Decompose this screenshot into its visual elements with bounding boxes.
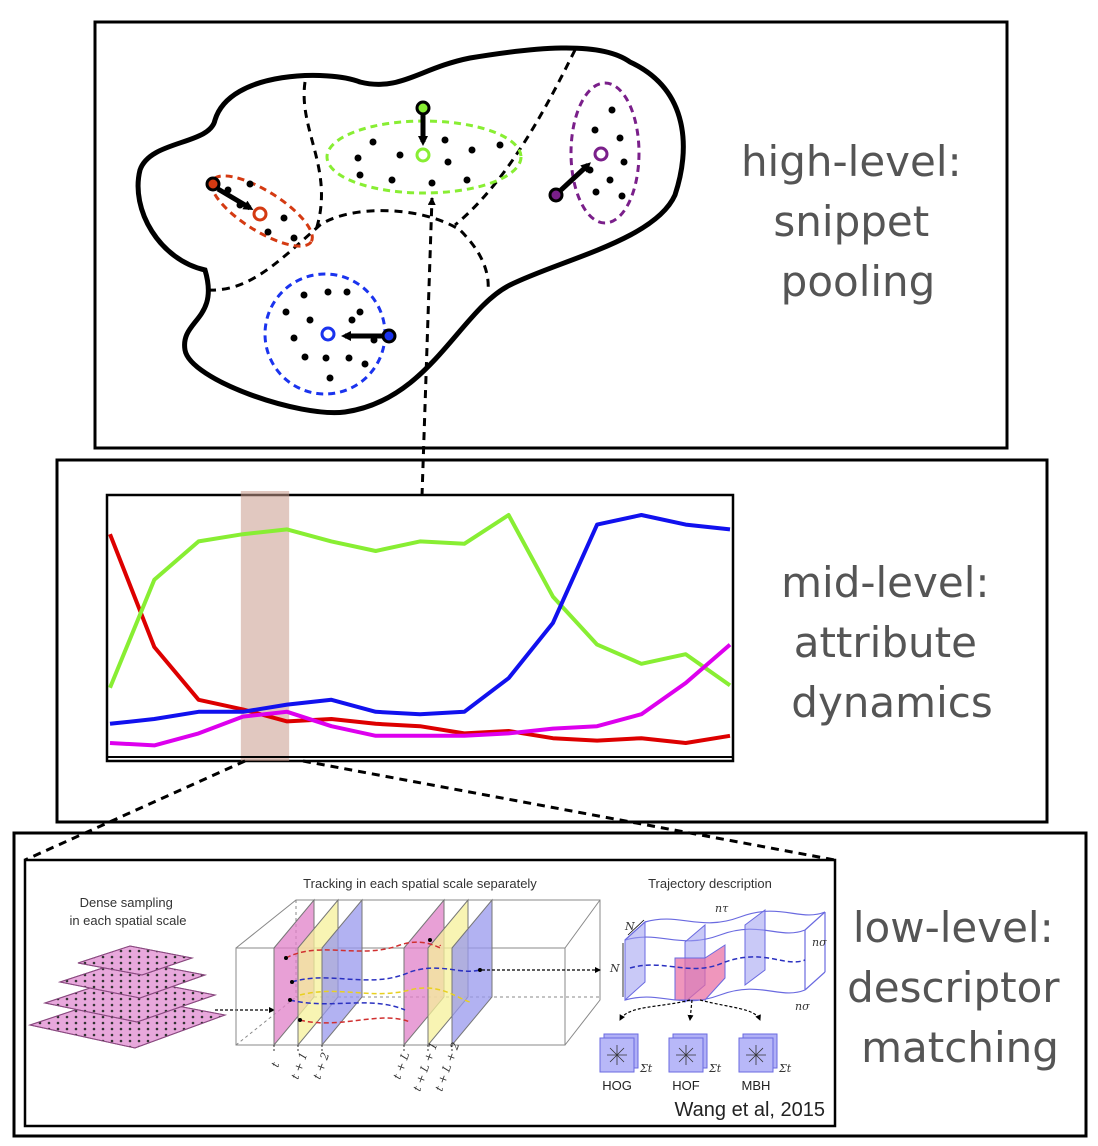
svg-text:Σt: Σt [639, 1062, 653, 1075]
high-level-panel: high-level: snippet pooling [93, 20, 1009, 450]
descriptor-hof: HOF Σt [668, 1033, 722, 1093]
green-centroid [415, 147, 431, 163]
blue-cluster [263, 272, 397, 396]
dense-sampling: Dense sampling in each spatial scale [28, 895, 275, 1049]
svg-text:HOF: HOF [672, 1078, 700, 1093]
red-centroid [252, 206, 268, 222]
svg-text:nσ: nσ [812, 936, 827, 949]
svg-text:MBH: MBH [742, 1078, 771, 1093]
low-level-label: low-level: descriptor matching [847, 903, 1073, 1072]
svg-text:nσ: nσ [795, 1000, 810, 1013]
frame-planes [273, 898, 493, 1047]
green-series-line [108, 513, 732, 689]
svg-text:Σt: Σt [708, 1062, 722, 1075]
citation: Wang et al, 2015 [675, 1099, 825, 1121]
mid-level-frame [55, 458, 1049, 824]
trajectory-description: Trajectory description N [599, 876, 827, 1093]
descriptor-mbh: MBH Σt [738, 1033, 792, 1093]
low-level-panel: Dense sampling in each spatial scale Tra… [12, 831, 1088, 1138]
tracks [285, 941, 481, 1024]
svg-text:N: N [624, 920, 635, 933]
axis-symbols: N N nτ nσ nσ [609, 902, 827, 1013]
svg-text:HOG: HOG [602, 1078, 632, 1093]
green-source-point [415, 100, 431, 116]
red-source-point [205, 176, 221, 192]
attribute-series [108, 513, 732, 748]
blue-series-line [109, 513, 731, 726]
magenta-series-line [109, 643, 732, 748]
descriptor-hog: HOG Σt [599, 1033, 653, 1093]
mid-level-panel: mid-level: attribute dynamics [55, 458, 1049, 824]
svg-text:Σt: Σt [778, 1062, 792, 1075]
red-cluster [205, 174, 314, 248]
purple-cluster [548, 81, 641, 225]
trajectory-title: Trajectory description [648, 876, 772, 891]
svg-text:t: t [269, 1060, 283, 1069]
scale-pyramid [28, 945, 227, 1049]
purple-source-point [548, 187, 564, 203]
low-level-frame [12, 831, 1088, 1138]
region-boundaries [207, 49, 577, 293]
purple-centroid [593, 146, 609, 162]
svg-text:nτ: nτ [715, 902, 729, 915]
tracking-title: Tracking in each spatial scale separatel… [303, 876, 537, 891]
mid-level-label: mid-level: attribute dynamics [781, 558, 1003, 727]
attribute-plot-frame [105, 493, 735, 763]
mid-to-high-connector [420, 197, 436, 497]
highlighted-cell [674, 944, 726, 1001]
feature-space-blob [135, 45, 686, 416]
blue-source-point [381, 328, 397, 344]
svg-text:N: N [609, 962, 620, 975]
dense-sampling-title: Dense sampling in each spatial scale [69, 895, 186, 928]
red-series-line [108, 533, 731, 745]
high-level-label: high-level: snippet pooling [741, 137, 975, 306]
green-cluster [325, 100, 523, 195]
blue-centroid [320, 326, 336, 342]
zoom-lines [24, 759, 836, 862]
high-level-frame [93, 20, 1009, 450]
tracking-block: Tracking in each spatial scale separatel… [235, 876, 601, 1093]
